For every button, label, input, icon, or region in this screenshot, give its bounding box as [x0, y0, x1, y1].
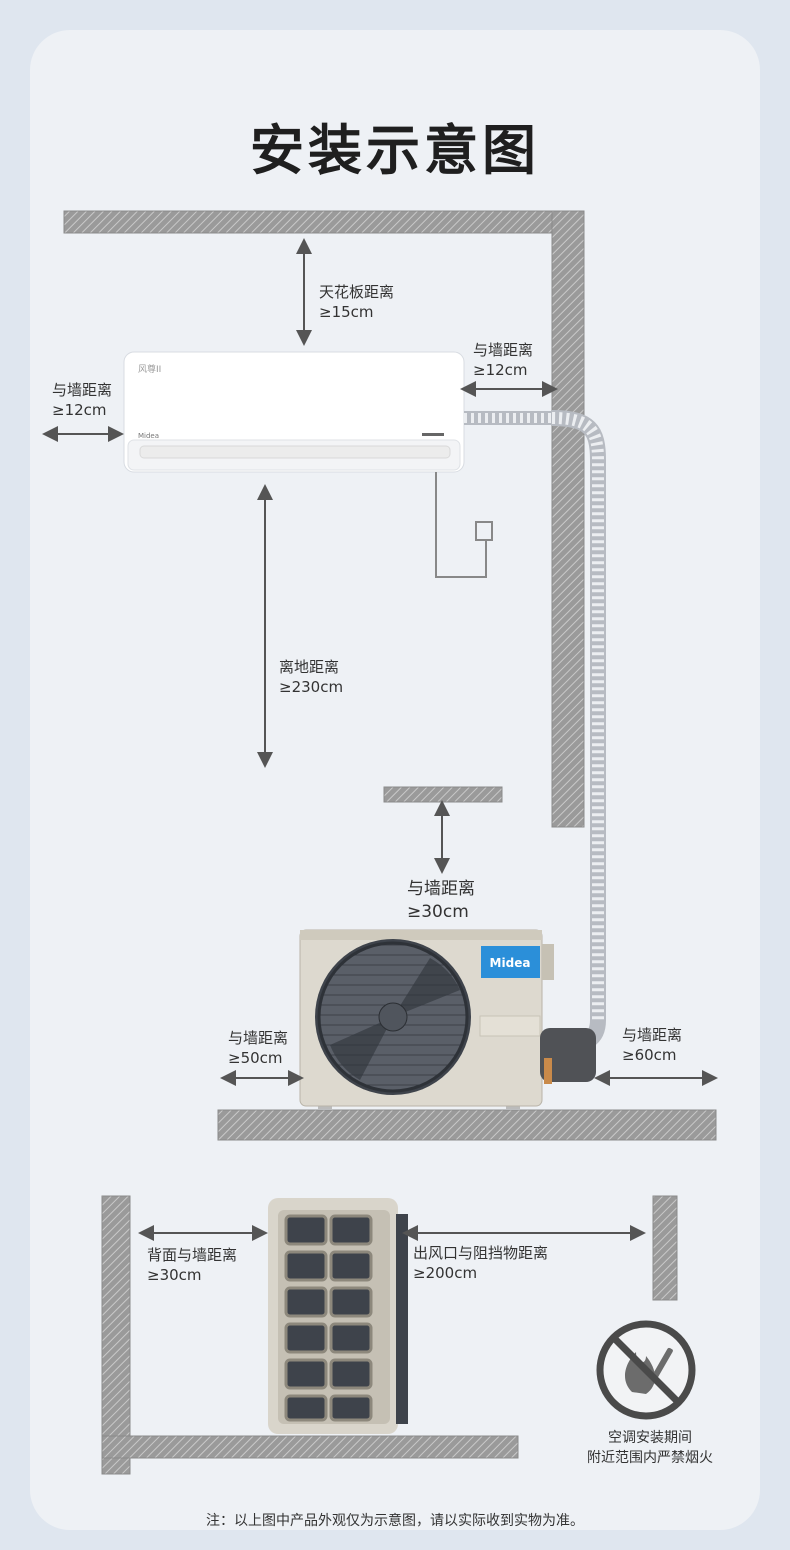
floor-label: 离地距离≥230cm: [279, 658, 344, 696]
wall-right-label: 与墙距离≥12cm: [473, 341, 534, 379]
outdoor-left-label: 与墙距离≥50cm: [228, 1029, 289, 1067]
page-title: 安装示意图: [250, 119, 540, 182]
outdoor-right-label: 与墙距离≥60cm: [622, 1026, 683, 1064]
rear-label: 背面与墙距离≥30cm: [147, 1246, 238, 1284]
outdoor-logo: Midea: [490, 956, 531, 970]
wall-left-label: 与墙距离≥12cm: [52, 381, 113, 419]
outdoor-top-label: 与墙距离≥30cm: [407, 879, 475, 922]
outlet-label: 出风口与阻挡物距离≥200cm: [413, 1244, 549, 1282]
small-ledge: [383, 786, 503, 803]
ceiling-wall: [63, 210, 585, 234]
ground-slab: [217, 1109, 717, 1141]
obstacle: [652, 1195, 678, 1301]
fire-warning: 空调安装期间附近范围内严禁烟火: [587, 1430, 713, 1466]
floor-lower: [101, 1435, 519, 1459]
right-wall: [551, 210, 585, 828]
left-wall-lower: [101, 1195, 131, 1475]
ceiling-label: 天花板距离≥15cm: [319, 283, 395, 321]
indoor-logo: Midea: [138, 432, 159, 440]
outdoor-logo-badge: [481, 946, 540, 978]
indoor-unit: 风尊II Midea: [123, 351, 465, 473]
no-fire-icon: [596, 1320, 696, 1420]
outdoor-unit-side: [268, 1198, 408, 1434]
indoor-brand-mark: 风尊II: [138, 363, 161, 375]
outdoor-unit: Midea: [299, 929, 596, 1109]
power-cable: [435, 472, 493, 578]
footer-note: 注：以上图中产品外观仅为示意图，请以实际收到实物为准。: [206, 1513, 584, 1529]
